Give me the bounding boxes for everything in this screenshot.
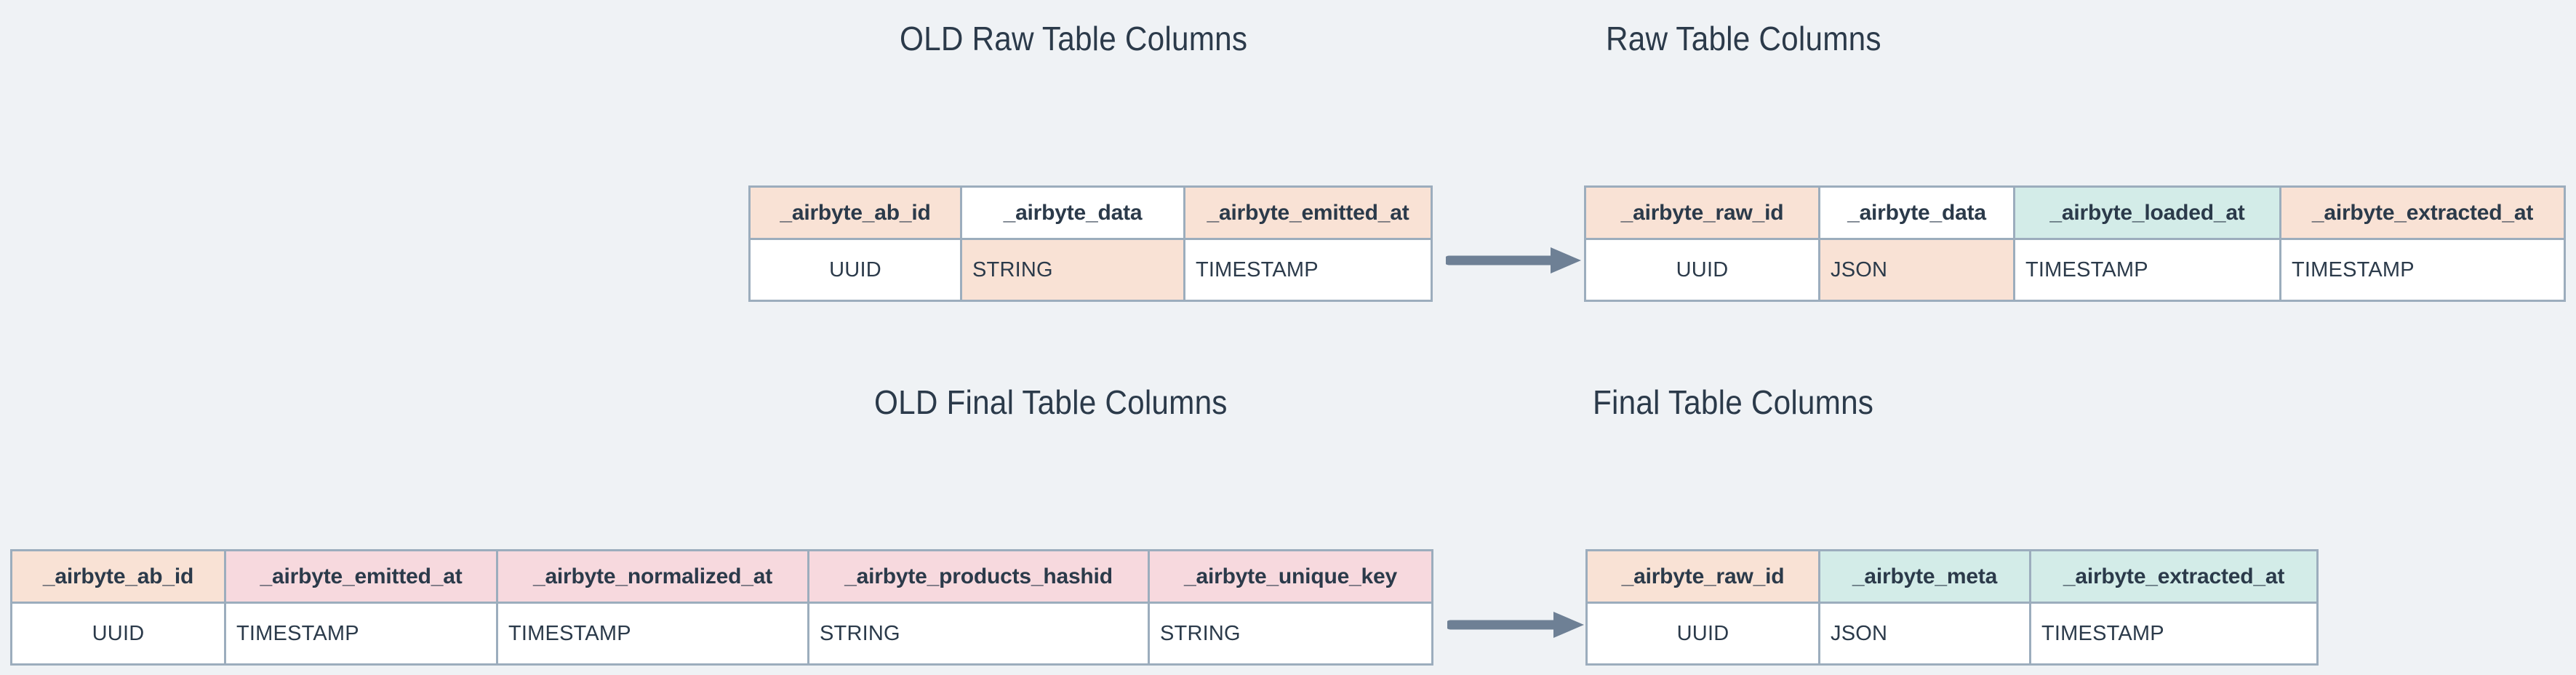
table-header-row: _airbyte_raw_id_airbyte_meta_airbyte_ext… — [1585, 549, 2319, 604]
table-header-row: _airbyte_ab_id_airbyte_data_airbyte_emit… — [748, 185, 1433, 240]
arrow-right-icon — [1447, 612, 1584, 638]
arrow-right-icon — [1446, 247, 1581, 273]
heading-final-table-columns: Final Table Columns — [1593, 383, 1874, 421]
column-type-cell: TIMESTAMP — [224, 602, 498, 666]
heading-old-final-table-columns: OLD Final Table Columns — [874, 383, 1228, 421]
table-old-final-columns: _airbyte_ab_id_airbyte_emitted_at_airbyt… — [10, 549, 1433, 666]
column-type-cell: STRING — [1148, 602, 1433, 666]
column-type-cell: JSON — [1818, 602, 2031, 666]
column-header-cell: _airbyte_emitted_at — [1183, 185, 1433, 240]
column-type-cell: JSON — [1818, 238, 2015, 302]
table-header-row: _airbyte_ab_id_airbyte_emitted_at_airbyt… — [10, 549, 1433, 604]
column-header-cell: _airbyte_products_hashid — [807, 549, 1150, 604]
column-type-cell: UUID — [748, 238, 962, 302]
column-header-cell: _airbyte_raw_id — [1585, 549, 1820, 604]
column-type-cell: UUID — [1584, 238, 1820, 302]
table-header-row: _airbyte_raw_id_airbyte_data_airbyte_loa… — [1584, 185, 2566, 240]
column-type-cell: UUID — [10, 602, 226, 666]
table-raw-columns: _airbyte_raw_id_airbyte_data_airbyte_loa… — [1584, 185, 2566, 302]
column-type-cell: TIMESTAMP — [2279, 238, 2566, 302]
column-header-cell: _airbyte_data — [1818, 185, 2015, 240]
column-header-cell: _airbyte_extracted_at — [2279, 185, 2566, 240]
column-header-cell: _airbyte_ab_id — [748, 185, 962, 240]
column-type-cell: STRING — [807, 602, 1150, 666]
column-header-cell: _airbyte_extracted_at — [2029, 549, 2319, 604]
heading-old-raw-table-columns: OLD Raw Table Columns — [900, 20, 1248, 57]
column-type-cell: TIMESTAMP — [2013, 238, 2281, 302]
column-type-cell: TIMESTAMP — [1183, 238, 1433, 302]
column-header-cell: _airbyte_unique_key — [1148, 549, 1433, 604]
column-header-cell: _airbyte_emitted_at — [224, 549, 498, 604]
column-header-cell: _airbyte_ab_id — [10, 549, 226, 604]
column-type-cell: UUID — [1585, 602, 1820, 666]
column-header-cell: _airbyte_raw_id — [1584, 185, 1820, 240]
table-final-columns: _airbyte_raw_id_airbyte_meta_airbyte_ext… — [1585, 549, 2319, 666]
column-header-cell: _airbyte_meta — [1818, 549, 2031, 604]
heading-raw-table-columns: Raw Table Columns — [1606, 20, 1881, 57]
column-header-cell: _airbyte_data — [960, 185, 1185, 240]
column-type-cell: TIMESTAMP — [496, 602, 809, 666]
column-header-cell: _airbyte_normalized_at — [496, 549, 809, 604]
column-type-cell: STRING — [960, 238, 1185, 302]
column-type-cell: TIMESTAMP — [2029, 602, 2319, 666]
column-header-cell: _airbyte_loaded_at — [2013, 185, 2281, 240]
table-old-raw-columns: _airbyte_ab_id_airbyte_data_airbyte_emit… — [748, 185, 1433, 302]
